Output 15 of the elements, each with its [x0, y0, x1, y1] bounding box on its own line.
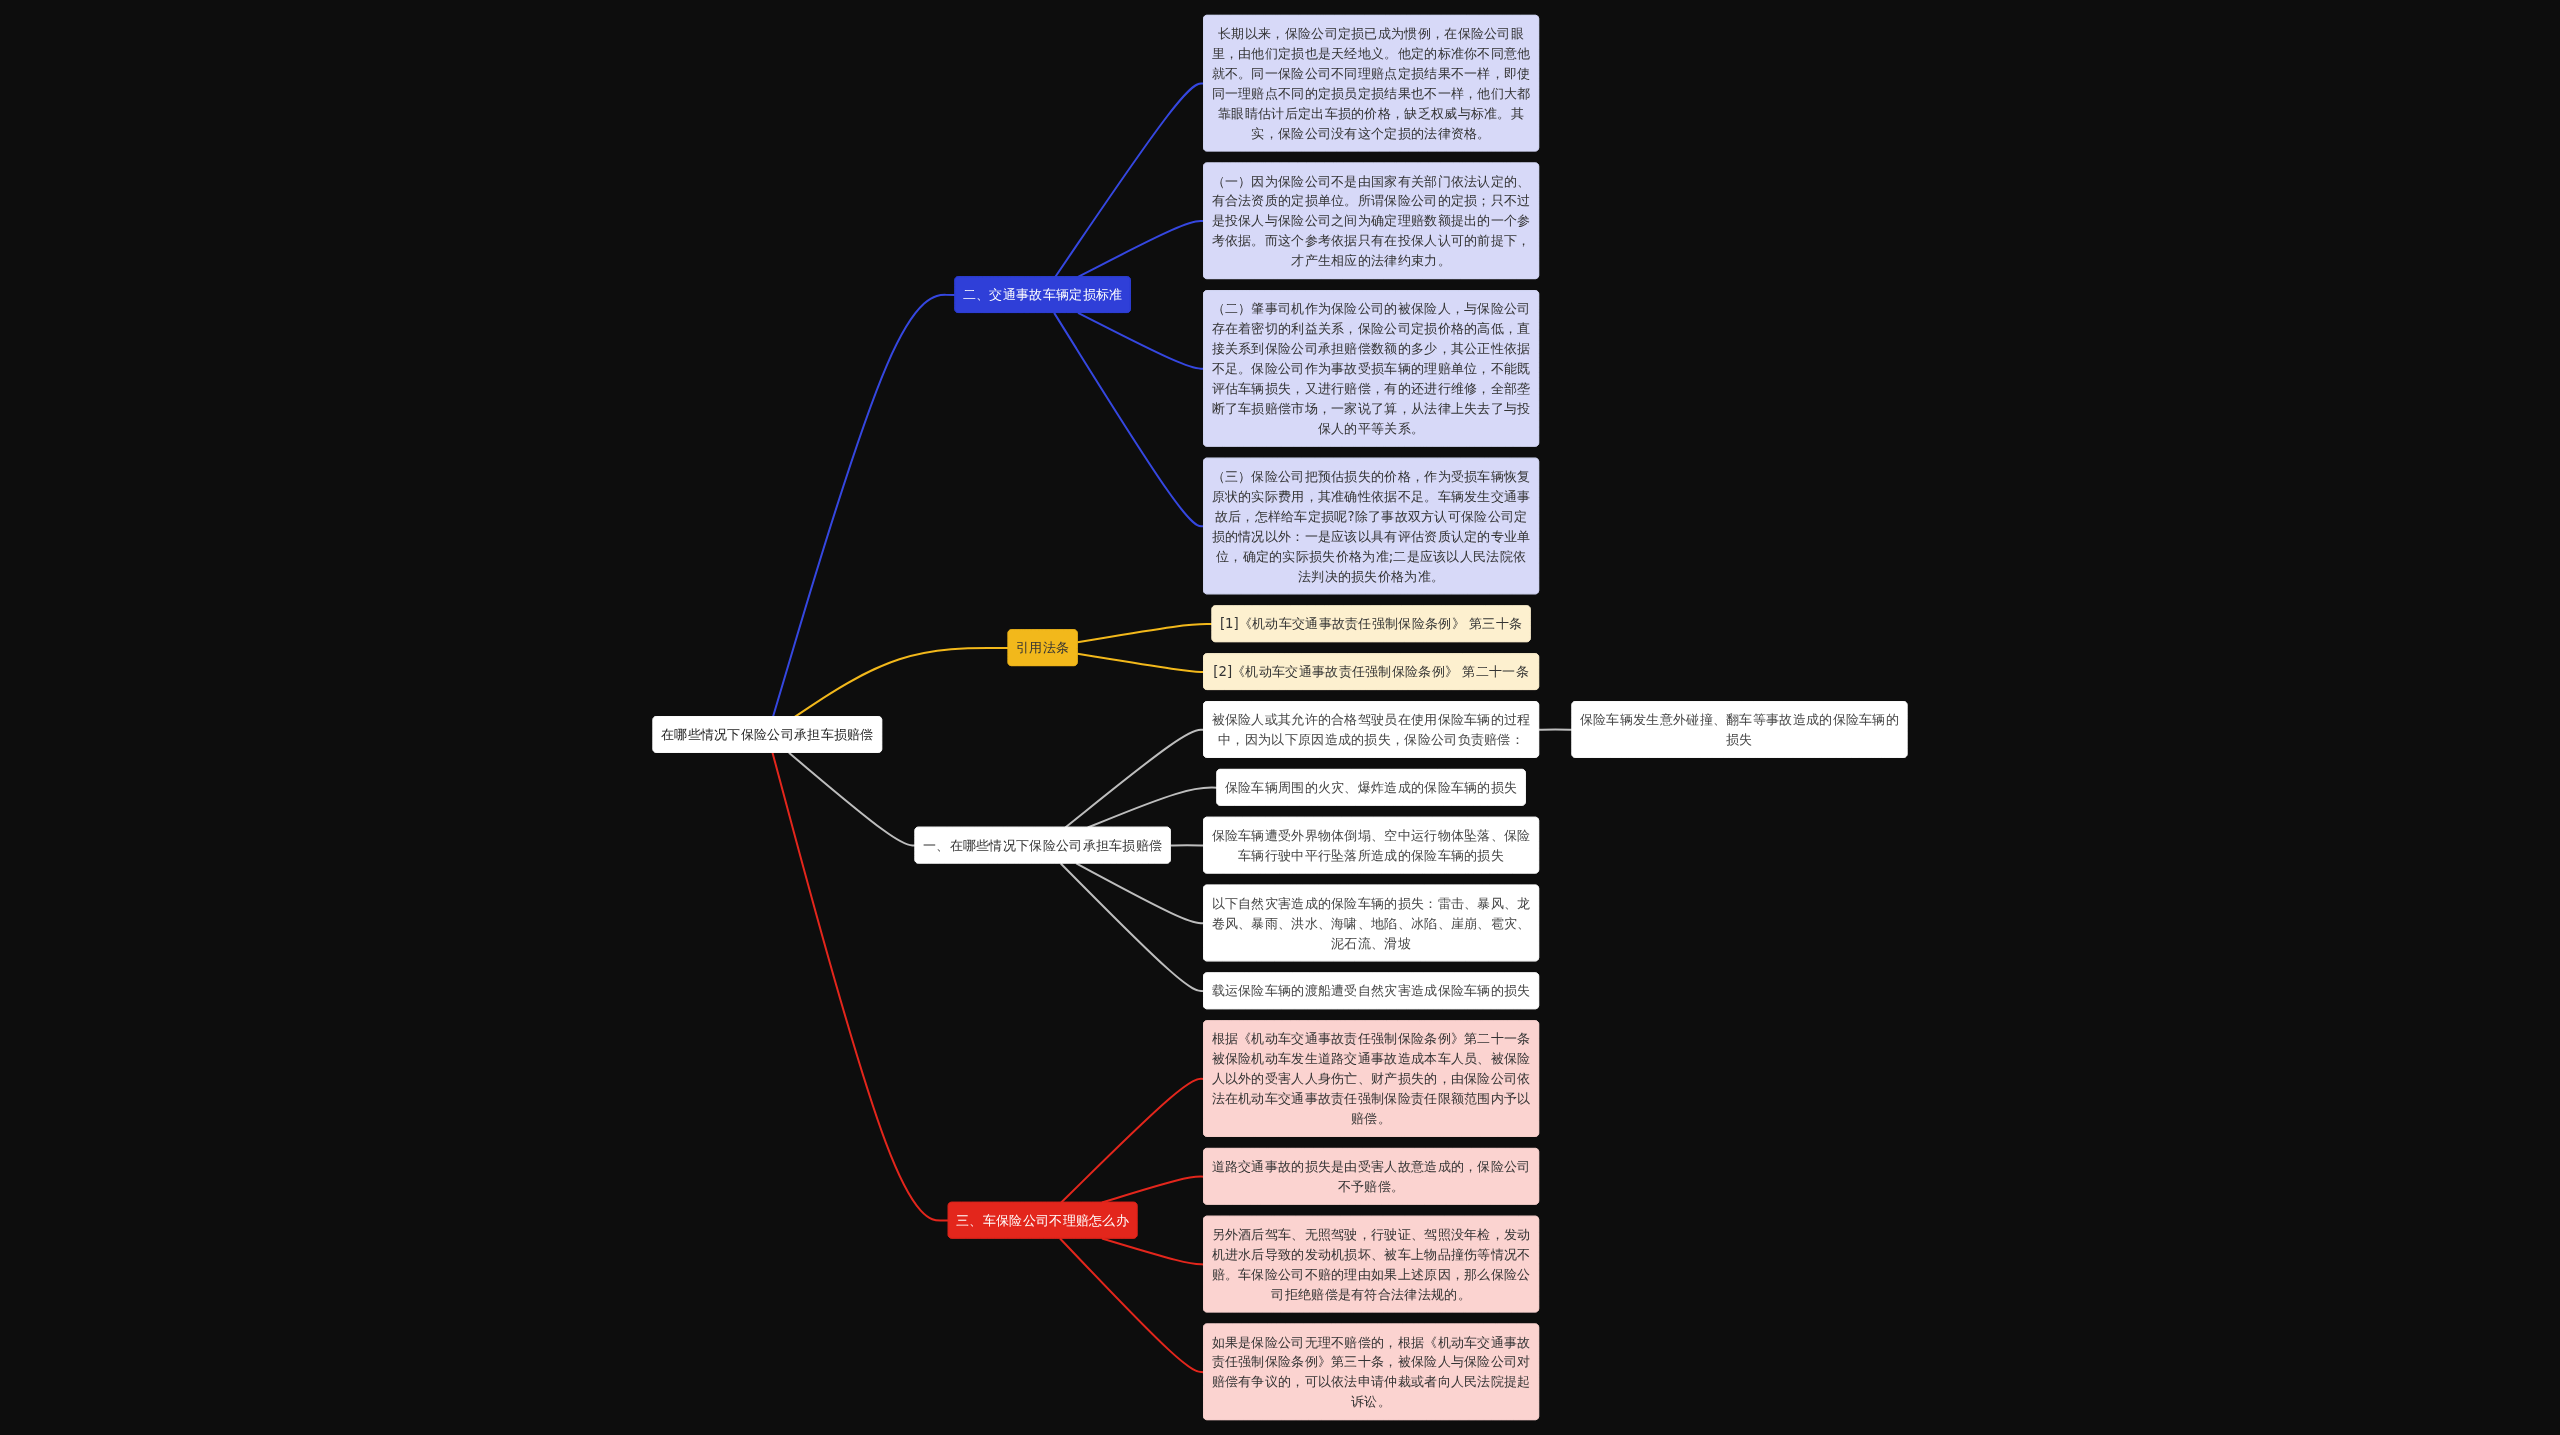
connector — [1077, 311, 1205, 370]
connector — [1064, 728, 1205, 829]
connector — [771, 751, 950, 1222]
connector — [1060, 1077, 1205, 1204]
connector — [1101, 1175, 1205, 1204]
connector — [793, 646, 1010, 718]
connector — [1053, 311, 1205, 528]
connector — [1101, 1237, 1205, 1266]
connector — [1054, 82, 1205, 278]
connector — [1075, 862, 1205, 925]
connector — [1169, 844, 1205, 847]
connector — [1059, 1237, 1205, 1374]
connector — [1077, 220, 1205, 278]
connector — [1059, 862, 1205, 993]
connector — [1076, 652, 1205, 673]
